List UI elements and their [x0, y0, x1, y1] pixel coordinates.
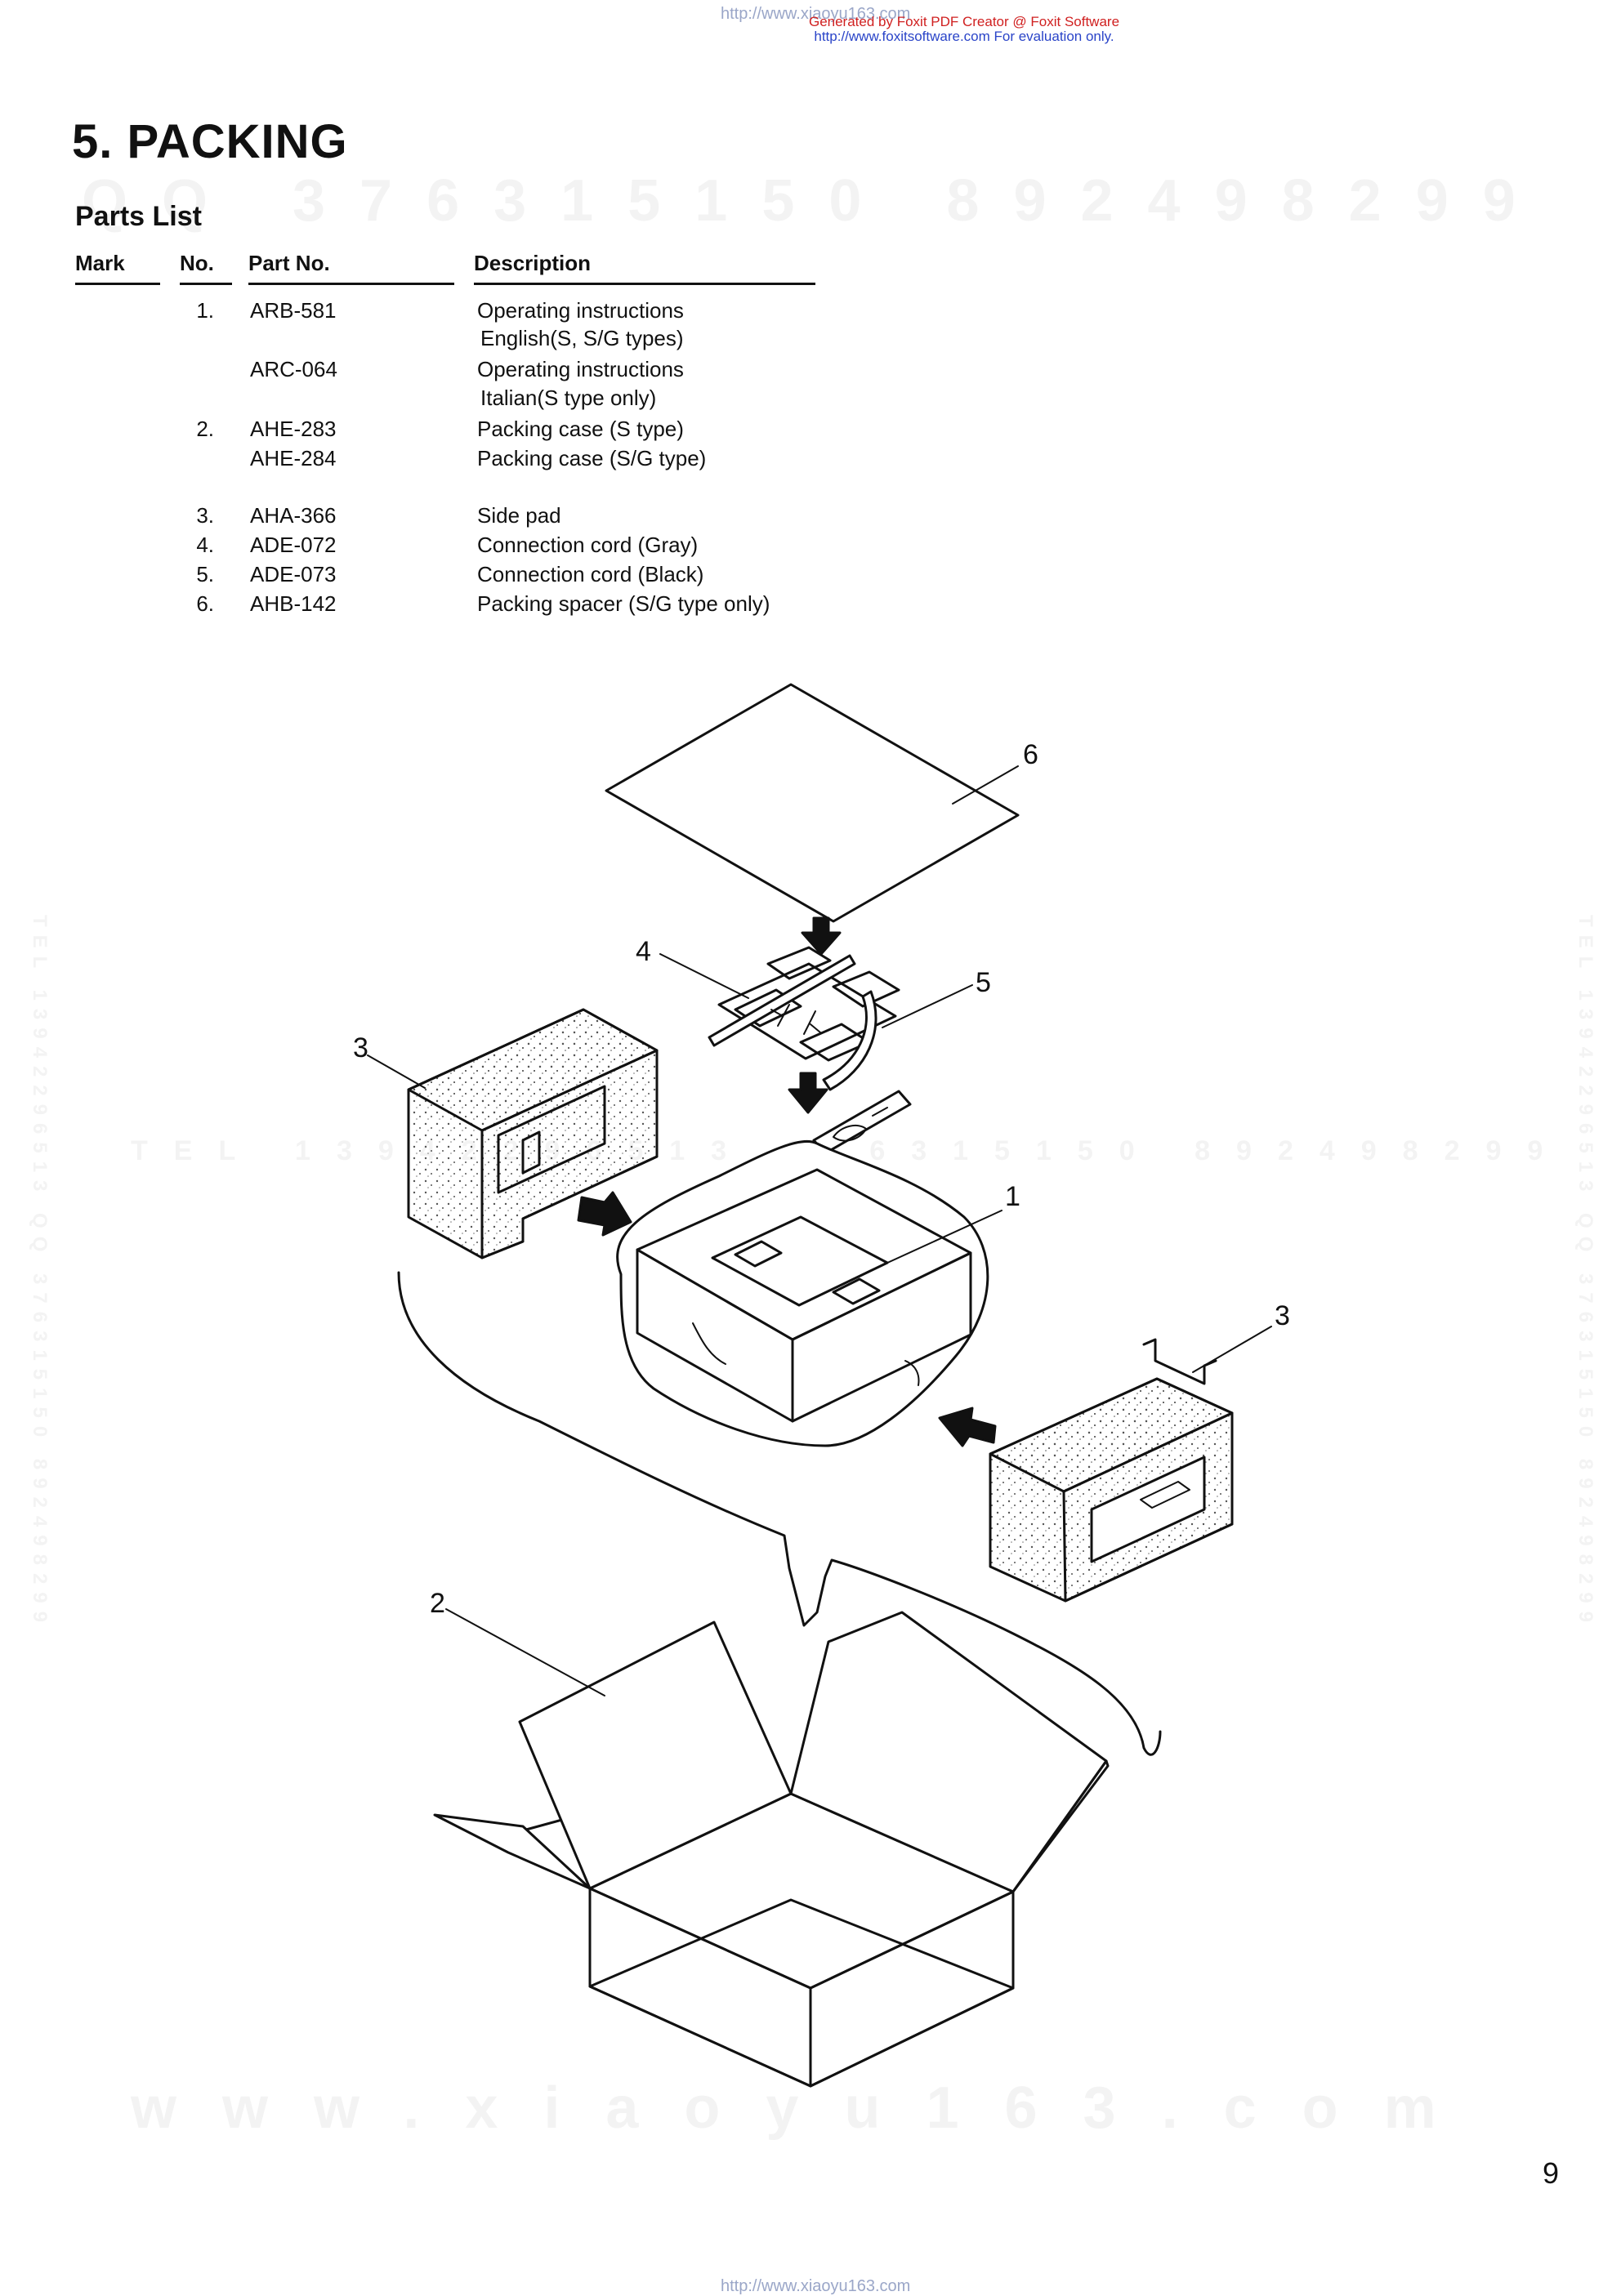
cell-description-line2: English(S, S/G types) [480, 326, 684, 350]
cell-no: 3. [196, 503, 214, 528]
watermark-top: QQ 376315150 892498299 [82, 168, 1550, 234]
leader-2 [445, 1608, 605, 1696]
foxit-line-1: Generated by Foxit PDF Creator @ Foxit S… [808, 14, 1120, 29]
callout-2: 2 [430, 1588, 445, 1619]
cell-description: Packing case (S type) [477, 417, 684, 441]
main-unit-bagged [616, 1139, 989, 1447]
column-header-description: Description [474, 251, 815, 285]
foxit-notice: Generated by Foxit PDF Creator @ Foxit S… [776, 15, 1152, 44]
leader-5 [882, 984, 973, 1028]
callout-1: 1 [1005, 1181, 1020, 1212]
cell-description: Packing spacer (S/G type only) [477, 591, 770, 616]
cell-description: Operating instructions [477, 357, 684, 381]
cell-part-no: ADE-072 [250, 533, 337, 557]
arrow-down-middle [788, 1072, 828, 1114]
cord-plug-pack [812, 1090, 912, 1155]
arrow-down-top [801, 916, 842, 956]
cell-part-no: AHE-284 [250, 446, 337, 470]
leader-3-left [367, 1054, 426, 1089]
cell-description: Packing case (S/G type) [477, 446, 707, 470]
cell-part-no: AHE-283 [250, 417, 337, 441]
callout-3-right: 3 [1275, 1300, 1290, 1331]
cell-part-no: ARB-581 [250, 298, 337, 323]
column-header-no: No. [180, 251, 232, 285]
arrow-left-right-pad [938, 1407, 997, 1447]
packing-case [433, 1611, 1110, 2088]
cell-part-no: AHB-142 [250, 591, 337, 616]
cell-no: 1. [196, 298, 214, 323]
watermark-bottom: www.xiaoyu163.com [131, 2075, 1482, 2141]
page-title: 5. PACKING [72, 115, 348, 168]
watermark-side-left: TEL 13942296513 QQ 376315150 892498299 [29, 915, 51, 1630]
page-number: 9 [1543, 2156, 1560, 2190]
callout-5: 5 [976, 967, 991, 998]
cell-part-no: AHA-366 [250, 503, 337, 528]
cell-no: 2. [196, 417, 214, 441]
leader-6 [952, 765, 1019, 805]
foxit-line-2: http://www.foxitsoftware.com For evaluat… [814, 29, 1114, 44]
assembly-bracket [397, 1271, 1162, 1756]
callout-6: 6 [1023, 739, 1038, 770]
cell-no: 5. [196, 562, 214, 586]
side-pad-left [407, 1008, 659, 1259]
cell-part-no: ADE-073 [250, 562, 337, 586]
header-source-url[interactable]: http://www.xiaoyu163.com [721, 5, 911, 23]
arrow-right-left-pad [577, 1191, 632, 1237]
cell-description: Connection cord (Black) [477, 562, 704, 586]
cell-no: 4. [196, 533, 214, 557]
packing-spacer-sheet [605, 683, 1020, 923]
parts-list-heading: Parts List [75, 201, 202, 232]
cell-description: Connection cord (Gray) [477, 533, 699, 557]
cell-part-no: ARC-064 [250, 357, 337, 381]
cell-no: 6. [196, 591, 214, 616]
side-pad-right [989, 1338, 1234, 1603]
column-header-part-no: Part No. [248, 251, 454, 285]
connection-cords-bundle [708, 946, 900, 1091]
watermark-side-right: TEL 13942296513 QQ 376315150 892498299 [1574, 915, 1596, 1630]
leader-4 [659, 953, 749, 999]
cell-description: Operating instructions [477, 298, 684, 323]
column-header-mark: Mark [75, 251, 160, 285]
leader-3-right [1192, 1326, 1272, 1373]
callout-4: 4 [636, 936, 651, 967]
callout-3-left: 3 [353, 1032, 368, 1063]
cell-description-line2: Italian(S type only) [480, 386, 657, 410]
footer-url[interactable]: http://www.xiaoyu163.com [721, 2277, 911, 2295]
cell-description: Side pad [477, 503, 561, 528]
leader-1 [865, 1210, 1003, 1273]
